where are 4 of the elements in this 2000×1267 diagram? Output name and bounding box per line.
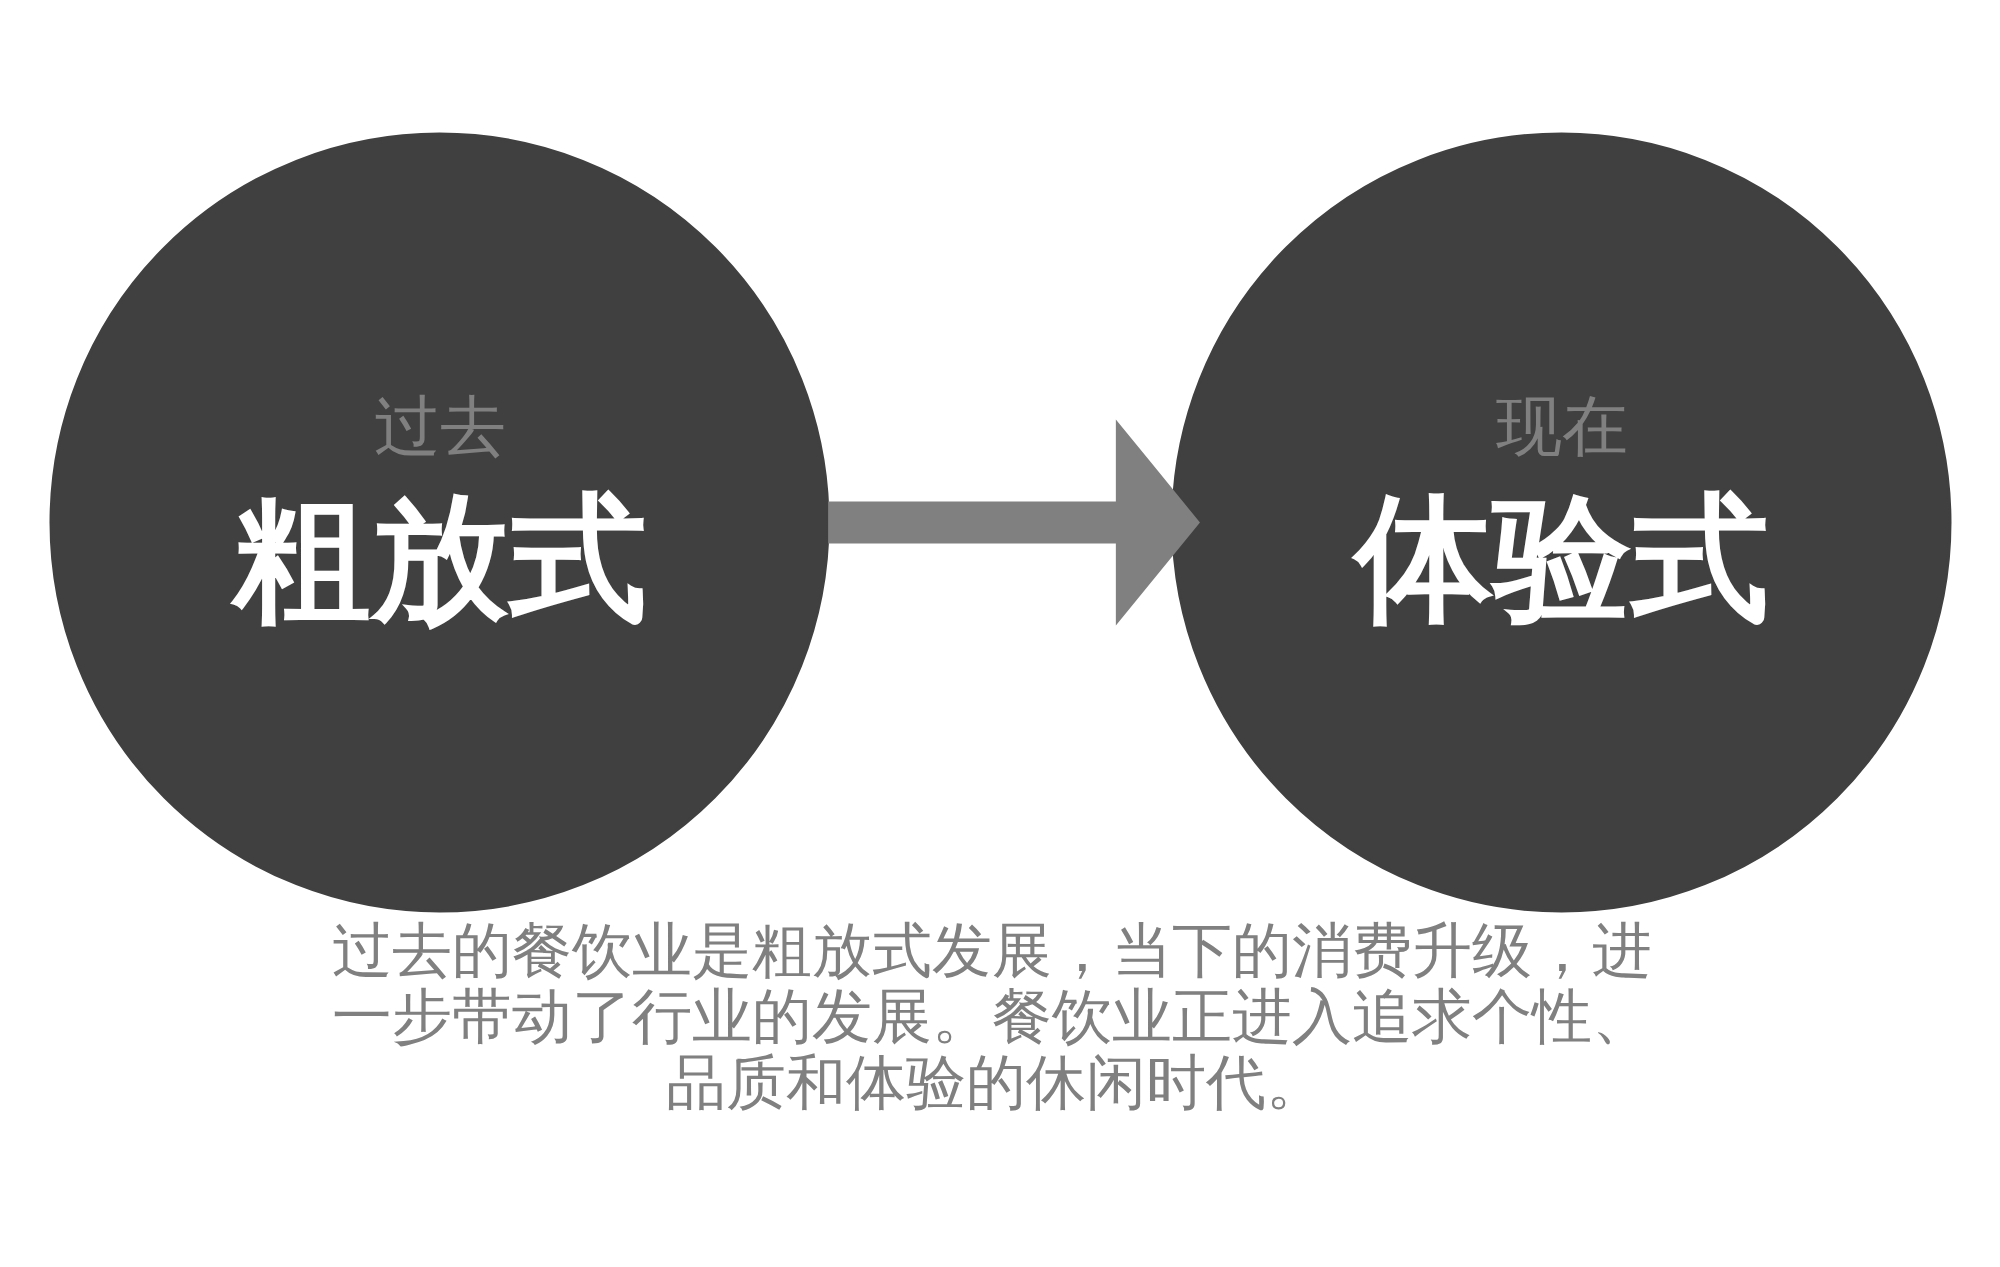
node-circle: 过去 粗放式 <box>49 132 829 913</box>
node-circle: 现在 体验式 <box>1171 132 1951 913</box>
arrow <box>827 419 1200 626</box>
caption: 过去的餐饮业是粗放式发展，当下的消费升级，进一步带动了行业的发展。餐饮业正进入追求个性、品质和体验的休闲时代。 <box>331 915 1651 1117</box>
